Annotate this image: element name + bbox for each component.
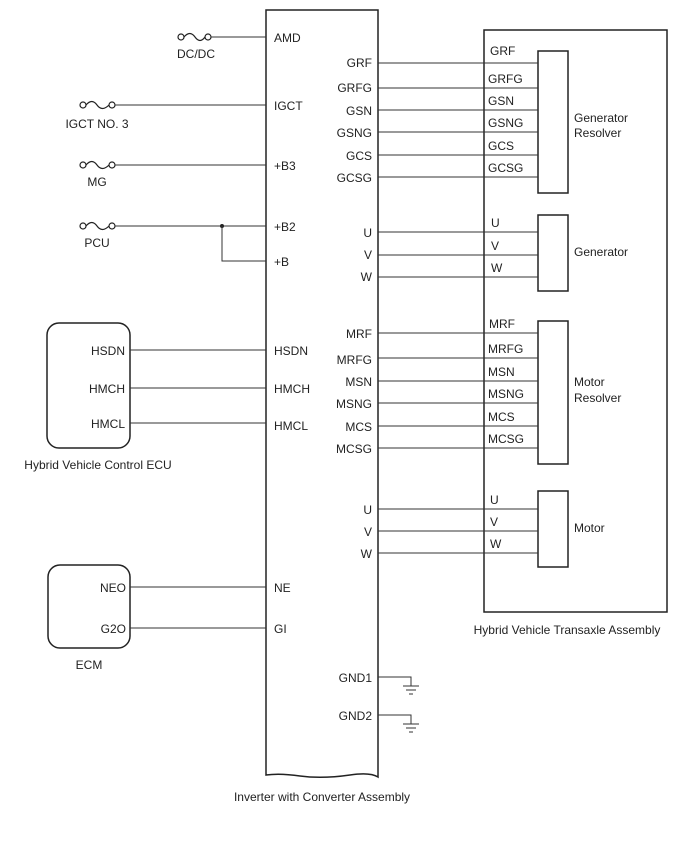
wire-b [221,226,266,262]
pin-gi: GI [274,622,287,636]
pin-grf: GRF [347,56,372,70]
pin-hmcl: HMCL [274,419,308,433]
pin-mrf: MRF [346,327,372,341]
ecm-box [47,564,131,649]
tx-pin-u: U [490,493,499,507]
inverter-motor-pins: U V W [361,503,373,561]
transaxle-generator-pins: U V W [491,216,503,275]
motor-resolver-box [537,320,569,465]
motor-wires [378,508,538,554]
pin-b3: +B3 [274,159,296,173]
pin-w: W [361,270,373,284]
gen-resolver-box [537,50,569,194]
tx-pin-gsn: GSN [488,94,514,108]
generator-label: Generator [574,245,628,259]
inverter-title: Inverter with Converter Assembly [234,790,410,804]
wire-gnd2 [378,714,412,724]
inverter-body [265,9,379,779]
transaxle-title: Hybrid Vehicle Transaxle Assembly [474,623,661,637]
transaxle-motor-pins: U V W [490,493,502,551]
fuse-dcdc [177,32,212,42]
pin-hmch: HMCH [274,382,310,396]
fuse-mg [79,160,116,170]
ecm-title: ECM [76,658,103,672]
pin-msng: MSNG [336,397,372,411]
hv-ecu-pin-hmcl: HMCL [91,417,125,431]
gen-resolver-label-2: Resolver [574,126,621,140]
pin-v: V [364,248,372,262]
motor-box [537,490,569,568]
pin-gsng: GSNG [337,126,372,140]
pin-mcsg: MCSG [336,442,372,456]
tx-pin-gcs: GCS [488,139,514,153]
pin-amd: AMD [274,31,301,45]
ecm-pin-g2o: G2O [101,622,126,636]
transaxle-gen-resolver-pins: GRF GRFG GSN GSNG GCS GCSG [488,44,523,175]
pin-u: U [363,226,372,240]
tx-pin-mrf: MRF [489,317,515,331]
pin-gcsg: GCSG [337,171,372,185]
pin-mcs: MCS [345,420,372,434]
tx-pin-msn: MSN [488,365,515,379]
pin-u: U [363,503,372,517]
motor-resolver-label-2: Resolver [574,391,621,405]
gen-resolver-label-1: Generator [574,111,628,125]
ecm-pin-neo: NEO [100,581,126,595]
tx-pin-v: V [491,239,499,253]
fuse-igct [79,100,116,110]
tx-pin-gsng: GSNG [488,116,523,130]
pin-grfg: GRFG [337,81,372,95]
tx-pin-gcsg: GCSG [488,161,523,175]
motor-resolver-wires [378,332,538,449]
pin-igct: IGCT [274,99,303,113]
pin-mrfg: MRFG [337,353,372,367]
pin-b: +B [274,255,289,269]
motor-label: Motor [574,521,605,535]
pin-gnd2: GND2 [339,709,373,723]
tx-pin-u: U [491,216,500,230]
fuse-dcdc-label: DC/DC [177,47,215,61]
gen-resolver-wires [378,62,538,178]
pin-gcs: GCS [346,149,372,163]
hv-ecu-pin-hsdn: HSDN [91,344,125,358]
pin-msn: MSN [345,375,372,389]
fuse-igct-label: IGCT NO. 3 [65,117,128,131]
hv-ecu-title: Hybrid Vehicle Control ECU [24,458,171,472]
transaxle-box [483,29,668,613]
pin-b2: +B2 [274,220,296,234]
tx-pin-w: W [490,537,502,551]
ground-icon [403,685,419,695]
inverter-gen-resolver-pins: GRF GRFG GSN GSNG GCS GCSG [337,56,372,185]
tx-pin-grf: GRF [490,44,515,58]
hv-ecu-box [46,322,131,449]
ground-icon [403,723,419,733]
tx-pin-mcsg: MCSG [488,432,524,446]
pin-gsn: GSN [346,104,372,118]
tx-pin-mcs: MCS [488,410,515,424]
tx-pin-v: V [490,515,498,529]
fuse-mg-label: MG [87,175,106,189]
wire-gnd1 [378,676,412,686]
generator-wires [378,231,538,278]
fuse-pcu [79,221,116,231]
tx-pin-w: W [491,261,503,275]
pin-hsdn: HSDN [274,344,308,358]
inverter-motor-resolver-pins: MRF MRFG MSN MSNG MCS MCSG [336,327,372,456]
motor-resolver-label-1: Motor [574,375,605,389]
tx-pin-msng: MSNG [488,387,524,401]
transaxle-motor-resolver-pins: MRF MRFG MSN MSNG MCS MCSG [488,317,524,446]
hv-ecu-pin-hmch: HMCH [89,382,125,396]
pin-w: W [361,547,373,561]
pin-gnd1: GND1 [339,671,373,685]
inverter-generator-pins: U V W [361,226,373,284]
pin-v: V [364,525,372,539]
pin-ne: NE [274,581,291,595]
fuse-pcu-label: PCU [84,236,109,250]
tx-pin-grfg: GRFG [488,72,523,86]
generator-box [537,214,569,292]
tx-pin-mrfg: MRFG [488,342,523,356]
